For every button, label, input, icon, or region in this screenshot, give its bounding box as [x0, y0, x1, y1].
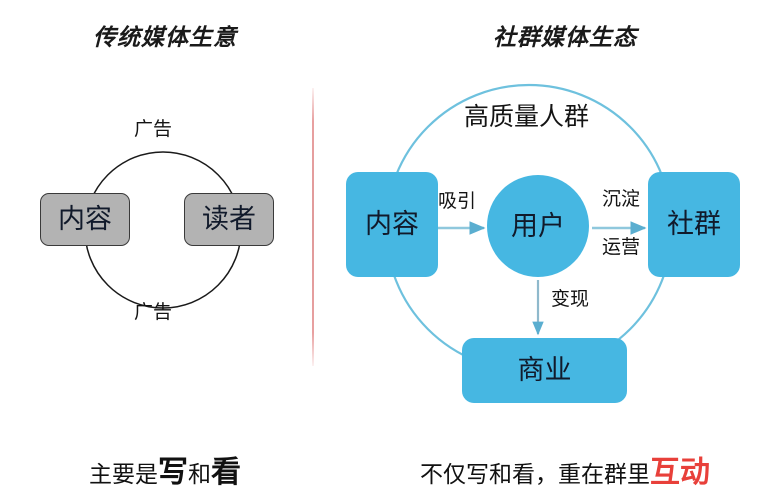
right-caption-interaction: 互动 — [650, 456, 710, 489]
panel-divider — [312, 88, 314, 366]
left-panel-title: 传统媒体生意 — [93, 25, 237, 50]
node-community-group[interactable]: 社群 — [648, 172, 740, 277]
right-panel-title: 社群媒体生态 — [493, 25, 637, 50]
left-caption-plain: 主要是 — [89, 462, 158, 487]
left-caption-write: 写 — [158, 456, 188, 489]
left-panel-caption: 主要是写和看 — [0, 447, 330, 491]
right-caption-plain: 不仅写和看，重在群里 — [420, 462, 650, 487]
node-community-content[interactable]: 内容 — [346, 172, 438, 277]
right-panel-caption: 不仅写和看，重在群里互动 — [385, 447, 745, 491]
edge-label-precipitate: 沉淀 — [602, 189, 641, 210]
node-traditional-reader-label: 读者 — [202, 204, 256, 234]
left-caption-read: 看 — [211, 456, 241, 489]
left-caption-connector: 和 — [188, 462, 211, 487]
node-community-user[interactable]: 用户 — [487, 175, 589, 277]
edge-label-attract: 吸引 — [438, 191, 477, 212]
node-traditional-content[interactable]: 内容 — [40, 193, 130, 246]
node-community-content-label: 内容 — [365, 209, 419, 239]
node-traditional-content-label: 内容 — [58, 204, 112, 234]
node-community-business[interactable]: 商业 — [462, 338, 627, 403]
node-community-group-label: 社群 — [667, 209, 721, 239]
node-community-user-label: 用户 — [511, 210, 565, 241]
edge-label-advertising-top: 广告 — [134, 119, 173, 140]
edge-label-operate: 运营 — [602, 237, 641, 258]
node-community-business-label: 商业 — [517, 355, 572, 385]
edge-label-monetize: 变现 — [551, 289, 590, 310]
ring-label-high-quality-audience: 高质量人群 — [464, 104, 590, 131]
edge-label-advertising-bottom: 广告 — [134, 302, 173, 323]
node-traditional-reader[interactable]: 读者 — [184, 193, 274, 246]
